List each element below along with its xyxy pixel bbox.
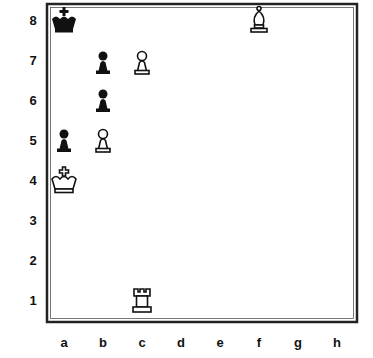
- rank-number: 1: [29, 294, 36, 307]
- rank-number: 7: [29, 54, 36, 67]
- file-letter: h: [333, 336, 341, 349]
- board-frame: [47, 4, 357, 322]
- rank-number: 6: [29, 94, 36, 107]
- black-pawn: [96, 90, 110, 113]
- rank-number: 8: [29, 14, 36, 27]
- white-pawn: [96, 130, 110, 153]
- file-letter: e: [216, 336, 223, 349]
- rank-number: 2: [29, 254, 36, 267]
- board-inner-frame: [51, 8, 354, 319]
- white-king: [52, 167, 76, 193]
- white-pieces: [52, 7, 267, 313]
- black-pieces: [52, 7, 110, 152]
- black-king: [52, 7, 76, 33]
- rank-number: 5: [29, 134, 36, 147]
- file-letter: c: [138, 336, 145, 349]
- black-pawn: [96, 52, 110, 75]
- file-letter: f: [257, 336, 261, 349]
- white-rook: [133, 289, 151, 312]
- file-letter: a: [60, 336, 67, 349]
- file-letter: d: [177, 336, 185, 349]
- rank-number: 3: [29, 214, 36, 227]
- white-bishop: [251, 7, 267, 33]
- rank-number: 4: [29, 174, 36, 187]
- white-pawn: [135, 52, 149, 75]
- file-letter: b: [99, 336, 107, 349]
- black-pawn: [57, 130, 71, 153]
- file-letter: g: [294, 336, 302, 349]
